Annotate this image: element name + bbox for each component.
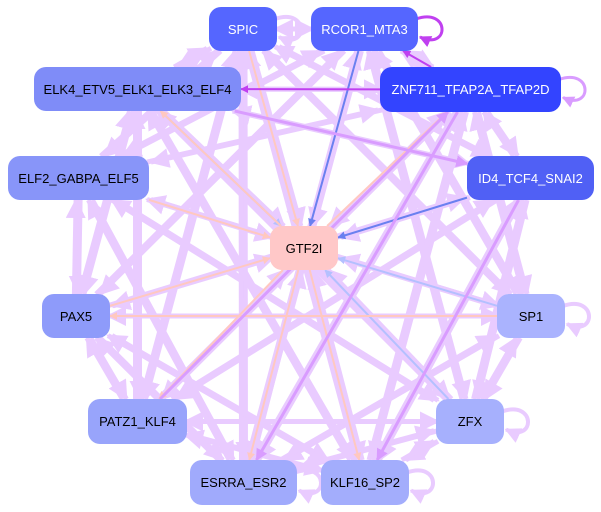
edge-elf2-to-pax5 [68, 199, 89, 296]
self-loop-sp1 [562, 302, 591, 338]
self-loop-znf711 [558, 76, 587, 108]
node-label: PATZ1_KLF4 [99, 414, 176, 429]
node-label: KLF16_SP2 [329, 475, 401, 490]
edge-klf16-to-zfx [400, 439, 436, 463]
self-loop-zfx [501, 407, 530, 443]
edge-id4-to-gtf2i [337, 196, 468, 240]
edge-sp1-to-gtf2i [337, 256, 498, 307]
node-id4[interactable]: ID4_TCF4_SNAI2 [467, 156, 594, 200]
edge-patz1-to-id4 [170, 197, 495, 402]
node-label: PAX5 [59, 308, 93, 324]
edge-zfx-to-gtf2i [326, 268, 454, 401]
edge-spic-to-gtf2i [249, 50, 306, 228]
edge-sp1-to-znf711 [469, 110, 526, 295]
edge-znf711-to-id4 [485, 110, 520, 158]
node-zfx[interactable]: ZFX [436, 399, 504, 444]
self-loop-esrra [294, 468, 323, 504]
edge-pax5-to-elf2 [65, 198, 86, 295]
edge-klf16-to-gtf2i [307, 268, 365, 461]
edge-elk4-to-gtf2i [161, 109, 286, 228]
edge-zfx-to-elf2 [110, 197, 436, 403]
edge-elk4-to-pax5 [79, 110, 136, 296]
node-elk4[interactable]: ELK4_ETV5_ELK1_ELK3_ELF4 [34, 67, 241, 111]
node-label: ELK4_ETV5_ELK1_ELK3_ELF4 [43, 81, 232, 97]
node-pax5[interactable]: PAX5 [42, 294, 110, 338]
edge-znf711-to-esrra [255, 111, 459, 462]
node-elf2[interactable]: ELF2_GABPA_ELF5 [8, 156, 149, 200]
edge-gtf2i-to-esrra [247, 269, 300, 461]
edge-esrra-to-zfx [294, 425, 436, 471]
edge-esrra-to-gtf2i [249, 268, 307, 461]
edge-rcor1-to-gtf2i [308, 50, 360, 227]
node-label: SP1 [518, 308, 544, 324]
node-sp1[interactable]: SP1 [497, 294, 565, 338]
edge-patz1-to-pax5 [84, 336, 125, 401]
edge-zfx-to-gtf2i [324, 269, 450, 400]
edge-esrra-to-elf2 [86, 198, 232, 462]
edge-id4-to-klf16 [377, 198, 523, 462]
edge-znf711-to-rcor1 [402, 50, 432, 68]
node-patz1[interactable]: PATZ1_KLF4 [88, 399, 187, 444]
edge-gtf2i-to-elk4 [159, 110, 282, 227]
node-label: ZNF711_TFAP2A_TFAP2D [391, 82, 550, 97]
edge-id4-to-klf16 [375, 199, 520, 462]
node-label: ELF2_GABPA_ELF5 [18, 170, 139, 186]
node-label: ZFX [457, 414, 483, 429]
node-label: ID4_TCF4_SNAI2 [478, 170, 583, 186]
node-klf16[interactable]: KLF16_SP2 [321, 460, 409, 505]
node-spic[interactable]: SPIC [209, 7, 277, 51]
edge-elf2-to-esrra [90, 198, 236, 462]
node-gtf2i[interactable]: GTF2I [270, 226, 338, 270]
edge-zfx-to-sp1 [478, 336, 519, 401]
edge-esrra-to-znf711 [252, 110, 458, 462]
self-loop-spic [274, 15, 303, 51]
edge-klf16-to-pax5 [106, 333, 326, 463]
edge-rcor1-to-gtf2i [308, 50, 364, 228]
edge-elk4-to-id4 [234, 109, 469, 168]
edge-klf16-to-elk4 [146, 109, 353, 462]
node-esrra[interactable]: ESRRA_ESR2 [190, 460, 297, 505]
node-label: GTF2I [285, 240, 323, 256]
self-loop-klf16 [406, 468, 435, 504]
edge-spic-to-gtf2i [248, 50, 300, 227]
edge-gtf2i-to-klf16 [308, 269, 362, 461]
node-label: SPIC [227, 21, 259, 37]
self-loop-rcor1 [415, 15, 444, 47]
edge-pax5-to-gtf2i [109, 256, 271, 307]
node-rcor1[interactable]: RCOR1_MTA3 [311, 7, 418, 51]
edge-klf16-to-id4 [373, 198, 519, 462]
edge-elf2-to-gtf2i [148, 198, 271, 240]
node-label: RCOR1_MTA3 [321, 21, 408, 37]
node-label: ESRRA_ESR2 [200, 475, 287, 490]
node-znf711[interactable]: ZNF711_TFAP2A_TFAP2D [380, 67, 561, 112]
edge-klf16-to-znf711 [366, 110, 468, 461]
